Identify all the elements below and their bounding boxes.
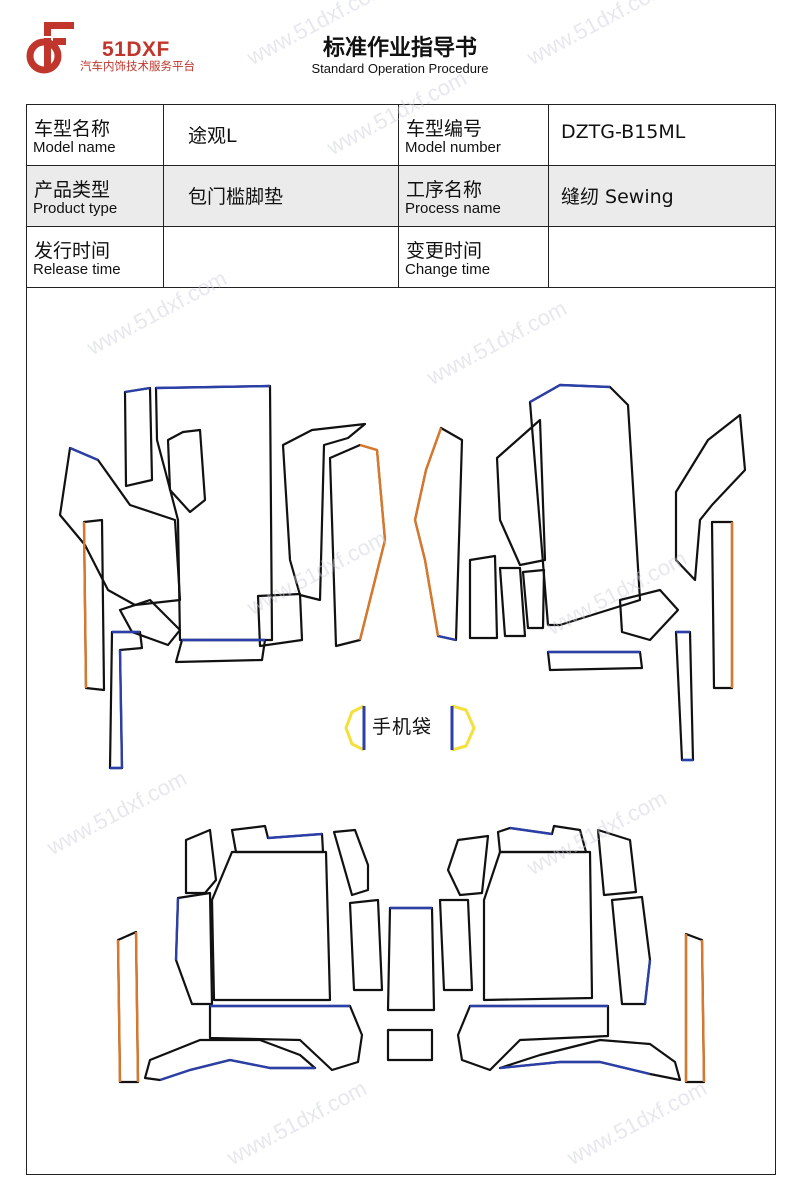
pattern-piece [468,554,499,640]
pattern-piece [710,520,734,690]
pattern-piece [123,386,154,488]
document-subtitle: Standard Operation Procedure [311,61,489,76]
pattern-piece [256,592,304,648]
front-left-mat-pieces [58,384,387,770]
info-row-product: 产品类型 Product type 包门槛脚垫 工序名称 Process nam… [26,165,776,227]
pattern-piece [108,630,144,770]
process-name-value: 缝纫 Sewing [561,186,674,208]
pattern-piece [116,930,140,1084]
process-name-label-cell: 工序名称 Process name [398,165,549,227]
info-table: 车型名称 Model name 途观L 车型编号 Model number DZ… [26,104,776,288]
document-title: 标准作业指导书 [322,36,477,61]
model-name-label-cn: 车型名称 [34,118,111,140]
pattern-drawing-frame [26,288,776,1175]
pattern-piece [348,898,384,992]
pattern-piece [174,891,214,1006]
model-number-value: DZTG-B15ML [561,121,686,143]
pattern-piece [618,588,680,642]
pattern-piece [528,383,642,627]
pattern-piece [482,850,594,1002]
model-number-label-cell: 车型编号 Model number [398,104,549,166]
brand-name: 51DXF [102,38,170,61]
pattern-piece [210,850,332,1002]
pattern-piece [498,1038,682,1082]
release-time-label-cell: 发行时间 Release time [26,226,164,288]
info-row-model: 车型名称 Model name 途观L 车型编号 Model number DZ… [26,104,776,166]
model-name-value: 途观L [188,125,237,147]
product-type-label-cn: 产品类型 [34,179,111,201]
info-row-time: 发行时间 Release time 变更时间 Change time [26,226,776,288]
process-name-value-cell: 缝纫 Sewing [548,165,776,227]
pattern-piece [498,566,527,638]
change-time-value-cell [548,226,776,288]
pattern-piece [674,630,695,762]
release-time-value-cell [163,226,399,288]
pattern-piece [208,1004,364,1072]
pattern-piece [174,638,267,664]
rear-right-mat-pieces [438,824,706,1084]
center-hump-pieces [386,906,436,1062]
pattern-piece [118,598,182,647]
brand-logo: 51DXF 汽车内饰技术服务平台 [22,18,262,78]
pattern-piece [521,568,546,630]
pattern-piece [610,895,652,1006]
change-time-label-en: Change time [405,261,491,278]
pattern-piece [546,650,644,672]
pattern-piece [386,1028,434,1062]
model-number-label-en: Model number [405,139,501,156]
pattern-piece [328,443,387,648]
pattern-piece [386,906,436,1012]
pattern-piece [596,828,638,897]
pattern-piece [58,446,182,607]
pattern-piece [154,384,274,642]
product-type-label-en: Product type [33,200,118,217]
model-name-label-cell: 车型名称 Model name [26,104,164,166]
phone-pocket-label: 手机袋 [372,716,433,738]
model-name-value-cell: 途观L [163,104,399,166]
product-type-value: 包门槛脚垫 [188,186,284,208]
process-name-label-cn: 工序名称 [406,179,483,201]
pattern-piece [456,1004,610,1072]
pattern-piece [496,824,588,854]
release-time-label-cn: 发行时间 [34,240,111,262]
pattern-piece [281,422,367,602]
model-name-label-en: Model name [33,139,116,156]
change-time-label-cell: 变更时间 Change time [398,226,549,288]
model-number-value-cell: DZTG-B15ML [548,104,776,166]
brand-tagline: 汽车内饰技术服务平台 [80,59,195,73]
phone-pocket-piece [344,704,476,752]
pattern-piece [438,898,474,992]
release-time-label-en: Release time [33,261,121,278]
front-right-mat-pieces [413,383,747,762]
rear-left-mat-pieces [116,824,384,1084]
product-type-value-cell: 包门槛脚垫 [163,165,399,227]
pattern-piece [332,828,370,897]
pattern-piece [413,426,464,642]
pattern-piece [184,828,218,895]
pattern-piece [166,428,207,514]
model-number-label-cn: 车型编号 [406,118,483,140]
pattern-piece [674,413,747,582]
change-time-label-cn: 变更时间 [406,240,483,262]
pattern-piece [230,824,325,854]
51dxf-logo-icon [26,22,74,74]
process-name-label-en: Process name [405,200,501,217]
pattern-piece [82,518,106,692]
pattern-piece [446,834,490,897]
pattern-piece [495,418,547,567]
